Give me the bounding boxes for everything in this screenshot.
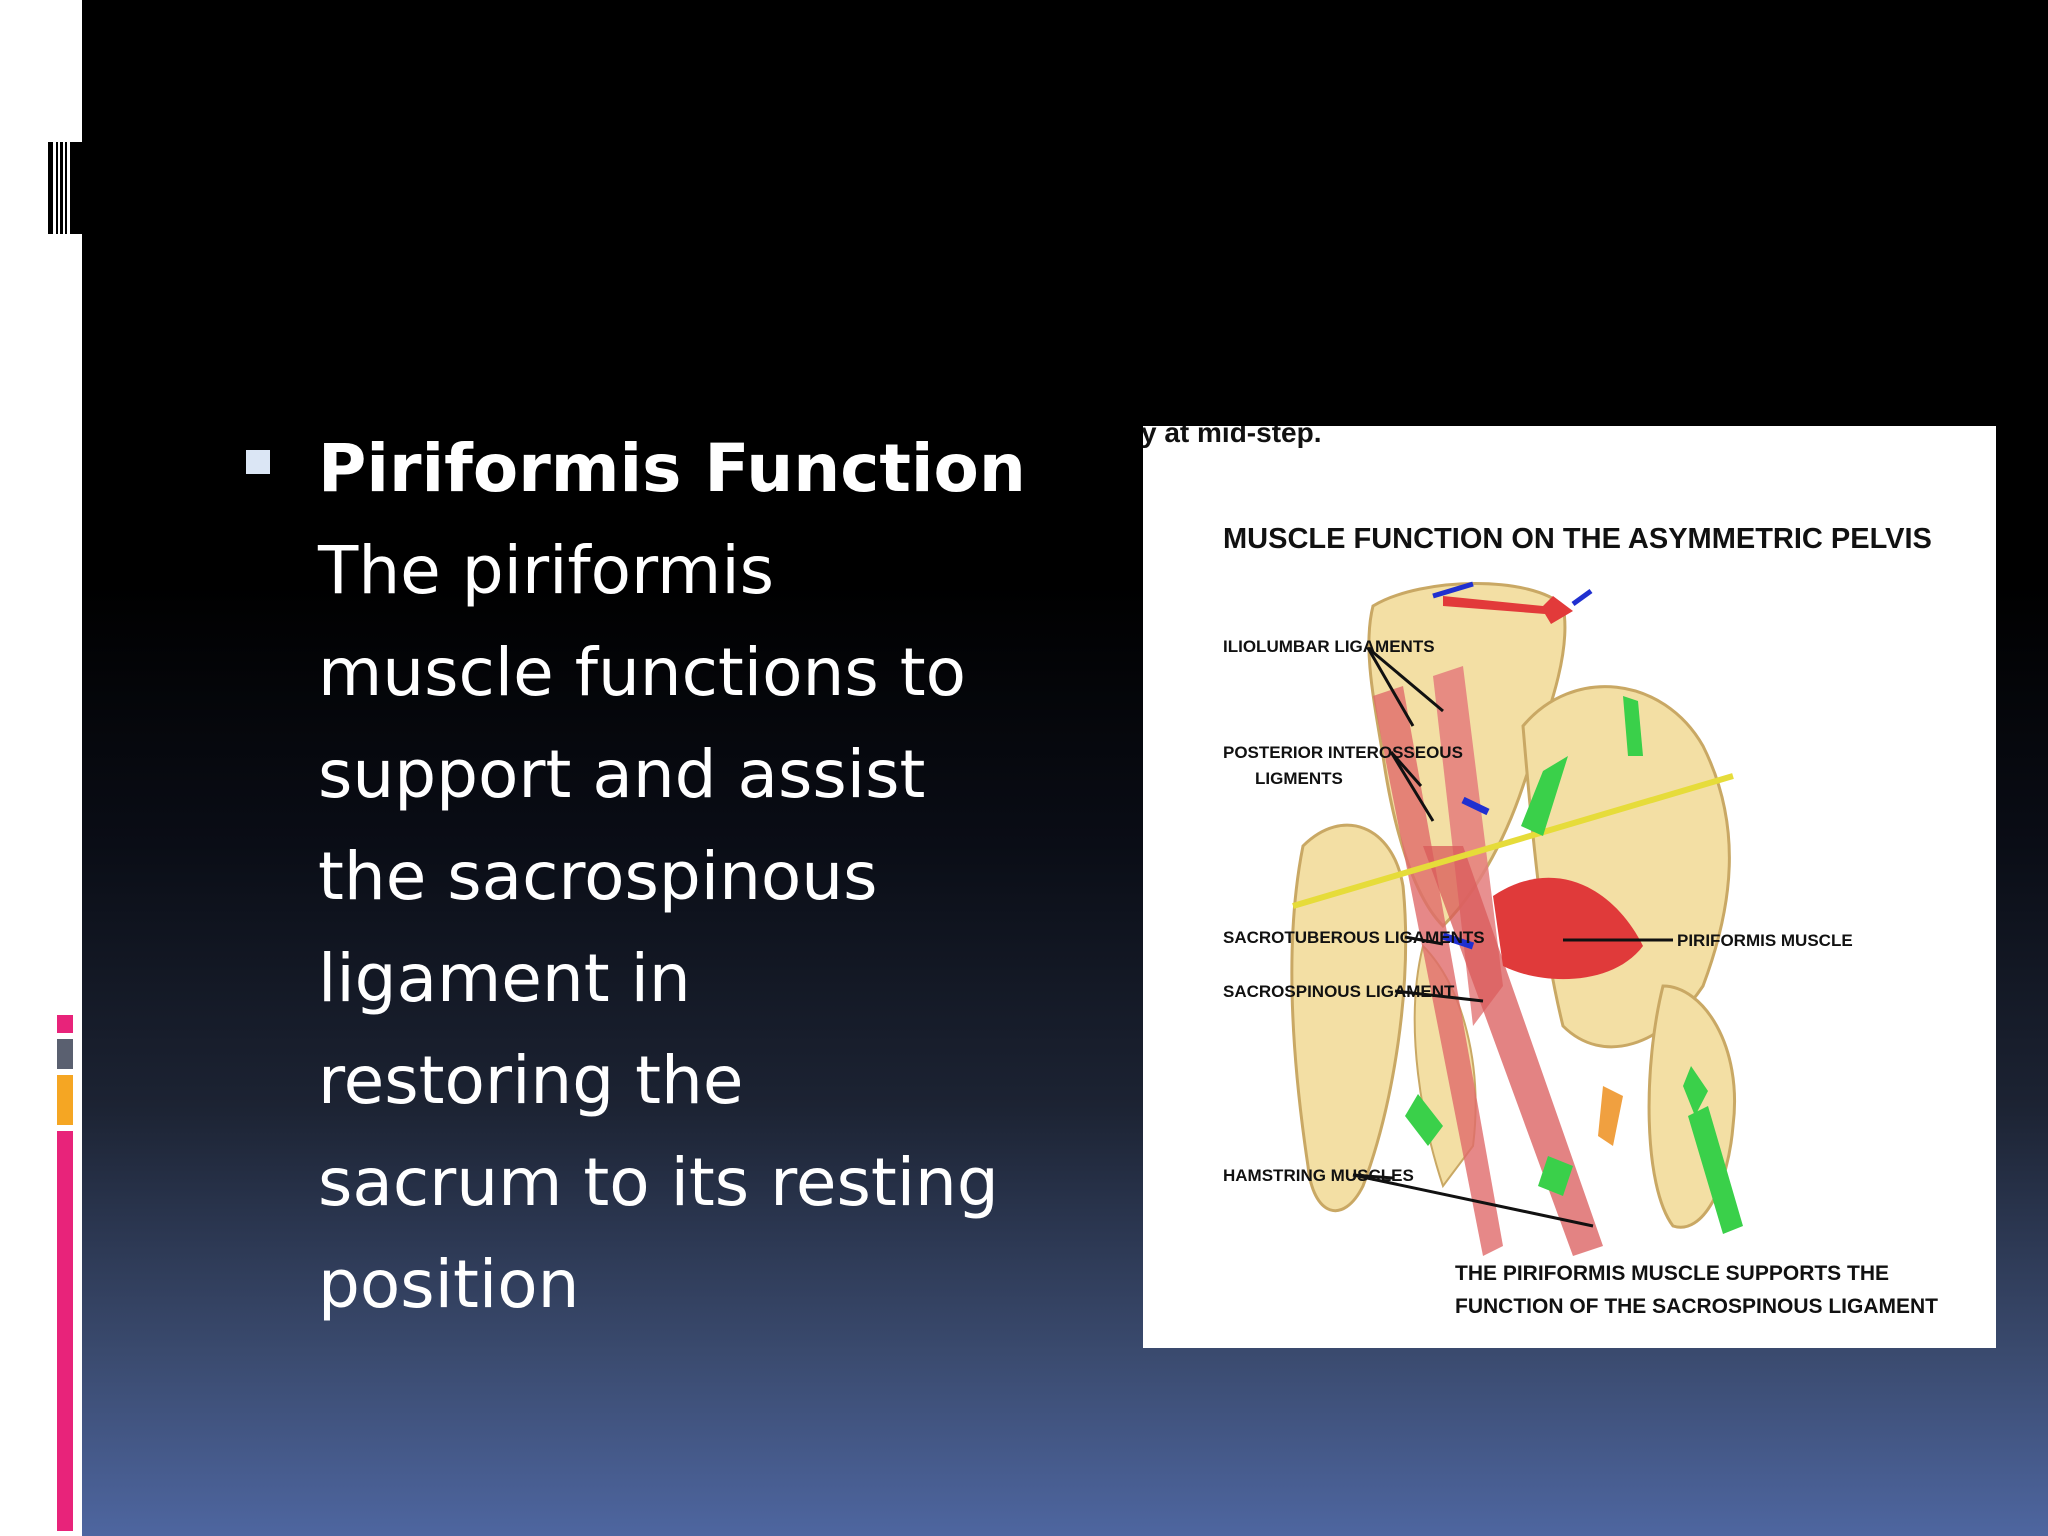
slide-heading: Piriformis Function (318, 430, 1026, 507)
accent-bars (57, 1015, 73, 1531)
figure-top-fragment: y at mid-step. (1143, 426, 1321, 448)
label-posterior-interosseous: POSTERIOR INTEROSSEOUS (1223, 743, 1463, 762)
slide-text-block: Piriformis Function The piriformis muscl… (318, 418, 1078, 1336)
figure-caption-line-2: FUNCTION OF THE SACROSPINOUS LIGAMENT (1455, 1295, 1938, 1318)
leader-lines (1352, 646, 1673, 1228)
label-sacrotuberous: SACROTUBEROUS LIGAMENTS (1223, 928, 1485, 947)
left-margin-strip (0, 0, 82, 1536)
figure-caption-line-1: THE PIRIFORMIS MUSCLE SUPPORTS THE (1455, 1262, 1889, 1285)
figure-title: MUSCLE FUNCTION ON THE ASYMMETRIC PELVIS (1223, 523, 1932, 555)
label-piriformis: PIRIFORMIS MUSCLE (1677, 931, 1853, 950)
label-posterior-ligments: LIGMENTS (1255, 769, 1343, 788)
label-hamstring: HAMSTRING MUSCLES (1223, 1166, 1414, 1185)
label-iliolumbar: ILIOLUMBAR LIGAMENTS (1223, 637, 1435, 656)
decorative-barcode (48, 142, 82, 234)
anatomy-figure: y at mid-step. MUSCLE FUNCTION ON THE AS… (1143, 426, 1996, 1348)
pelvis-illustration (1290, 581, 1743, 1256)
slide-body-text: The piriformis muscle functions to suppo… (318, 532, 999, 1323)
bullet-marker (246, 450, 270, 474)
label-sacrospinous: SACROSPINOUS LIGAMENT (1223, 982, 1455, 1001)
